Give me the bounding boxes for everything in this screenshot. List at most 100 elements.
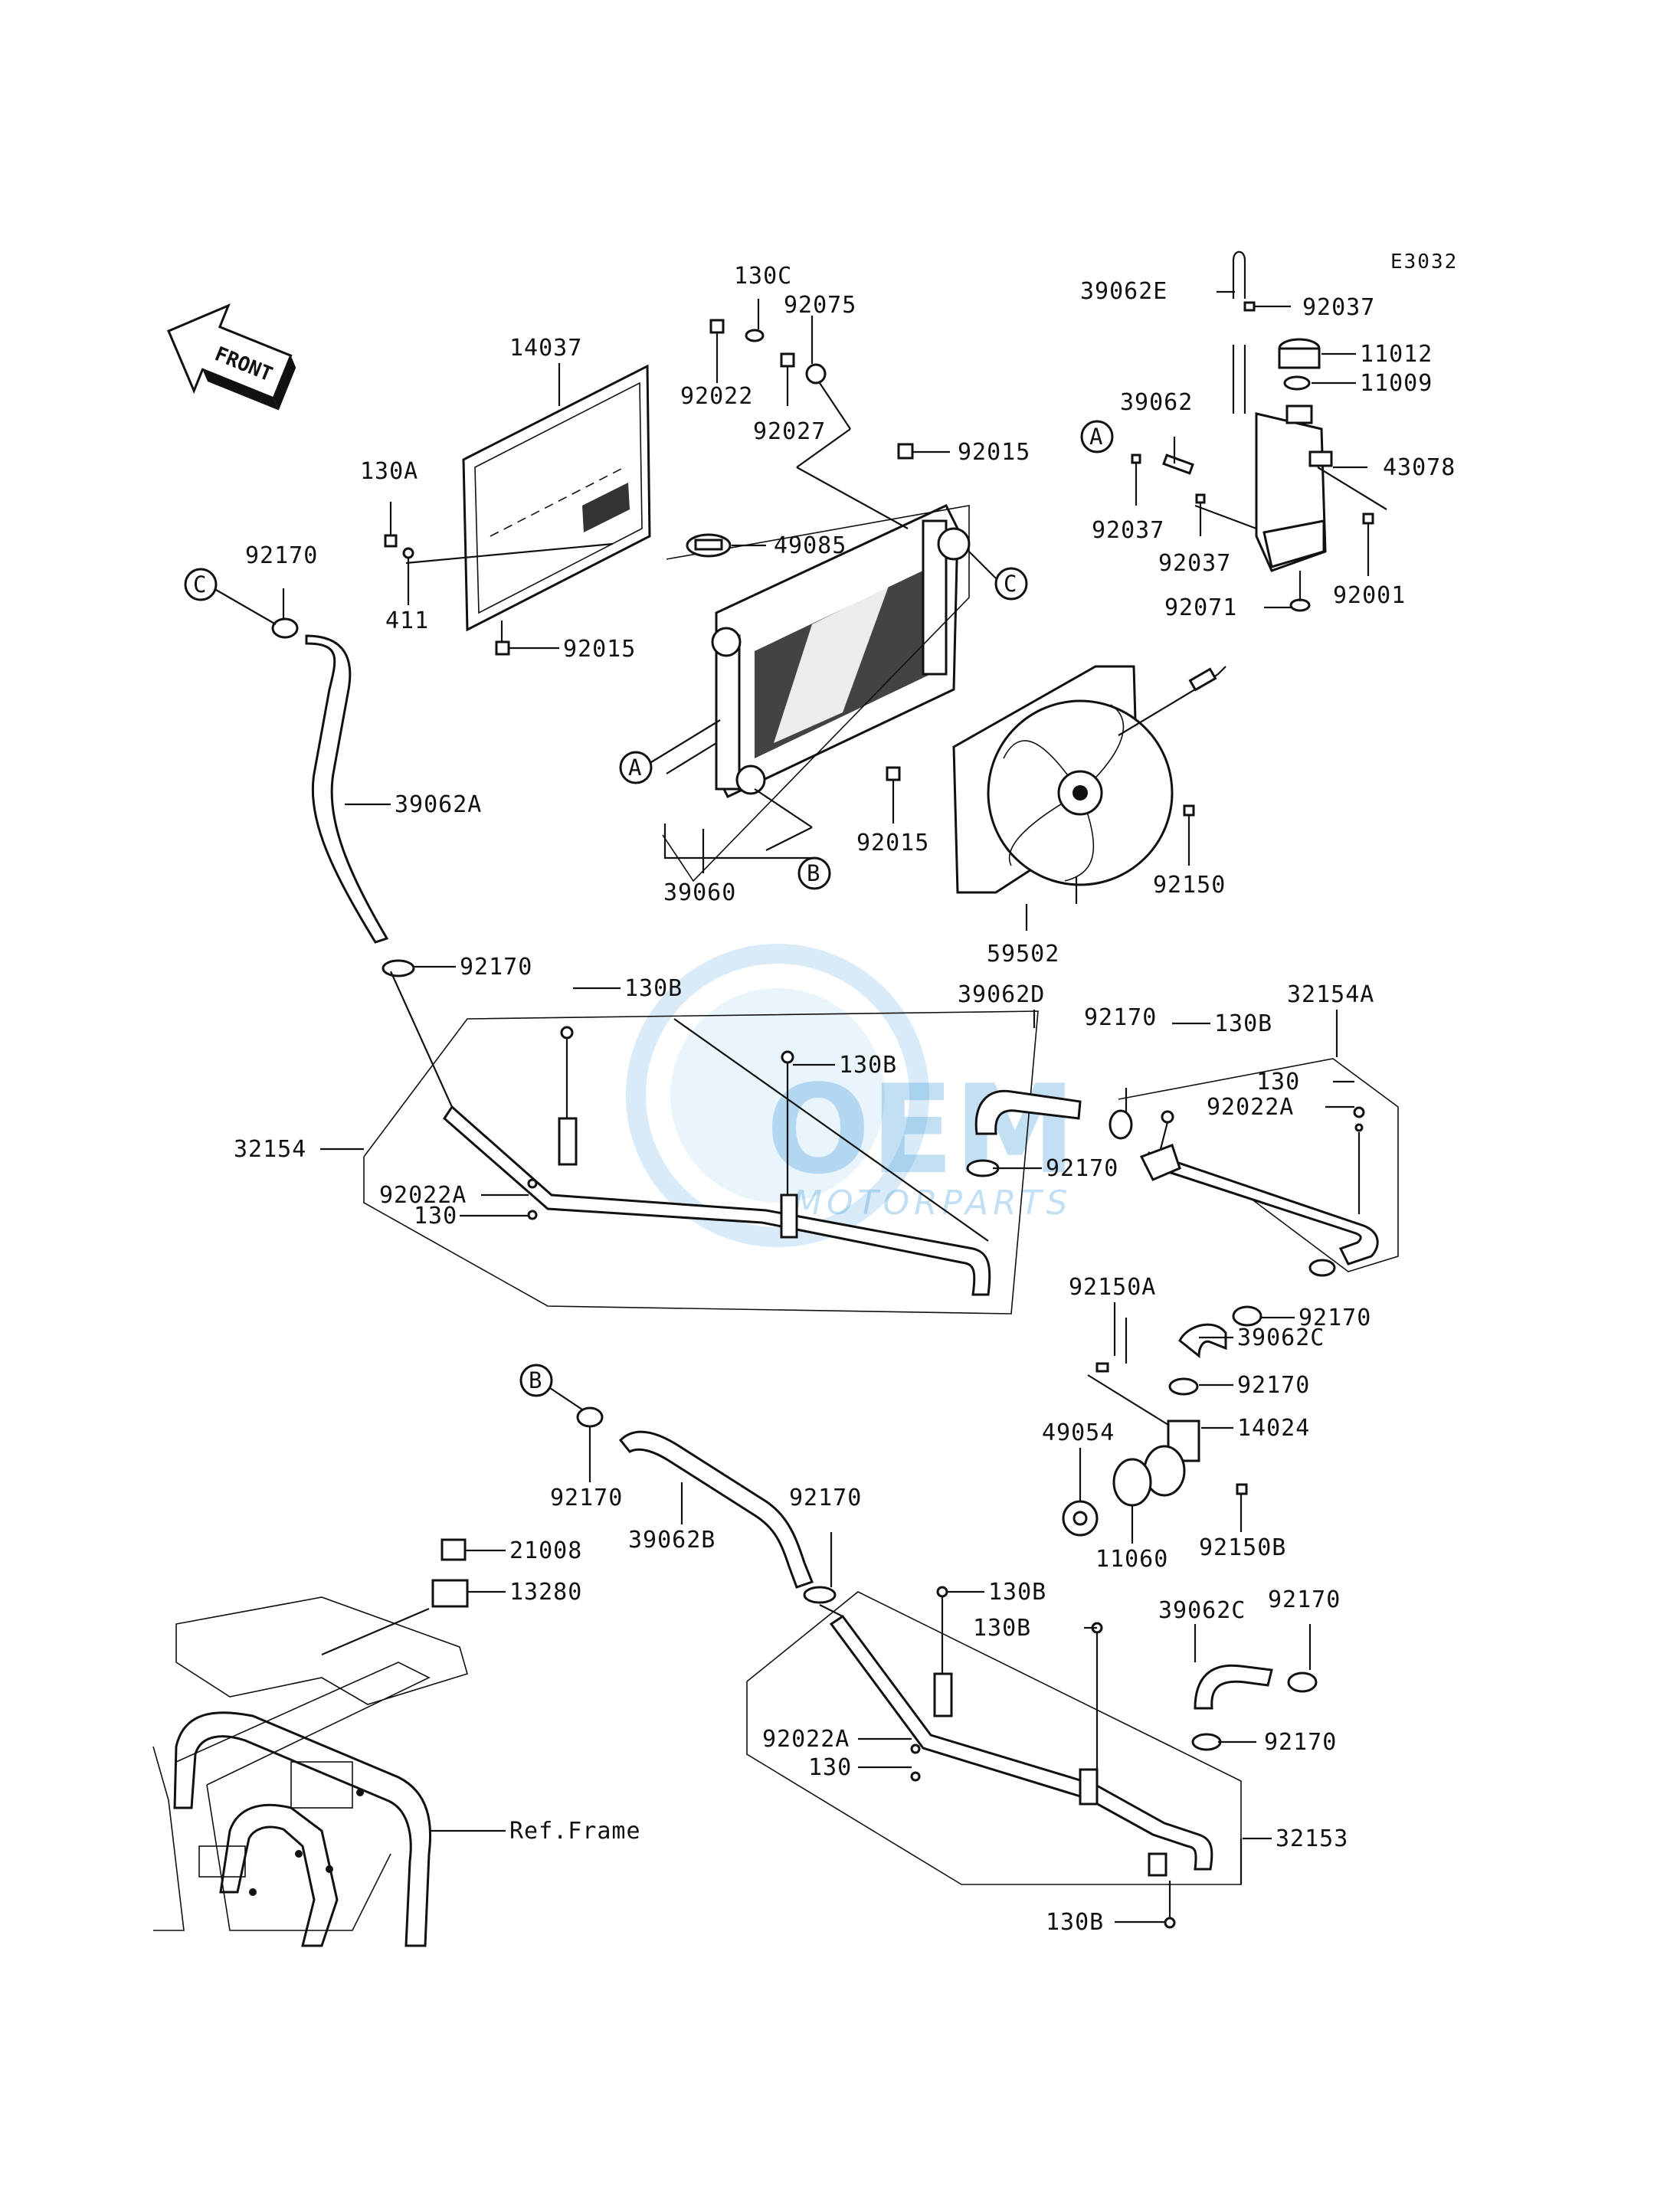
label-43078: 43078 [1383,454,1456,481]
svg-text:A: A [1089,424,1102,450]
pipe-32154A [1118,1058,1399,1327]
label-32154A: 32154A [1287,981,1374,1008]
leader-lines [282,290,1370,1924]
label-92170-c: 92170 [245,542,318,569]
bolt-130A-icon [384,534,398,548]
label-92022A-3: 92022A [762,1726,850,1753]
label-130-3: 130 [808,1754,852,1781]
label-ref-frame: Ref.Frame [509,1818,641,1845]
pipe-32153 [746,1586,1318,1929]
marker-A-radiator: A [619,719,721,784]
label-92022A-1: 92022A [379,1182,467,1209]
bolt-92150-icon [1183,804,1195,817]
upper-hose-39062A [271,617,415,977]
label-92015-top: 92015 [958,439,1030,466]
label-130A: 130A [360,458,418,485]
label-14037: 14037 [509,335,582,362]
label-39062C-1: 39062C [1237,1324,1325,1351]
nut-92015-rad-icon [886,766,901,781]
svg-text:C: C [193,571,206,598]
label-11060: 11060 [1095,1546,1168,1573]
label-411: 411 [385,607,429,634]
label-39062B: 39062B [628,1527,716,1554]
marker-C-radiator: C [968,551,1028,601]
label-92150: 92150 [1153,872,1226,899]
label-92170-h: 92170 [1264,1729,1337,1756]
label-59502: 59502 [987,941,1059,968]
label-39060: 39060 [663,879,736,906]
label-92027: 92027 [753,418,826,445]
damper-13280-icon [431,1579,469,1608]
label-14024: 14024 [1237,1415,1310,1442]
watermark-brand: OEM [766,1058,1076,1201]
label-130-2: 130 [1256,1069,1300,1095]
label-49054: 49054 [1042,1419,1115,1446]
label-92022A-2: 92022A [1207,1094,1294,1121]
label-39062C-2: 39062C [1158,1597,1246,1624]
label-49085: 49085 [774,532,847,559]
label-39062D: 39062D [958,981,1045,1008]
label-92150A: 92150A [1069,1274,1156,1301]
label-130-1: 130 [414,1203,457,1229]
label-130C: 130C [734,263,792,290]
nut-92015-icon [495,640,510,656]
label-39062: 39062 [1120,389,1193,416]
label-11012: 11012 [1360,341,1433,368]
marker-B-radiator: B [797,856,831,890]
label-92170-e: 92170 [1298,1305,1371,1331]
label-92015-rad: 92015 [856,830,929,856]
label-92170-d1: 92170 [1084,1004,1157,1031]
label-92170-lower: 92170 [460,954,532,981]
label-130B-1: 130B [624,975,683,1002]
marker-C-hose: C [184,568,277,625]
radiator-grille [462,364,651,632]
svg-text:B: B [529,1367,542,1393]
watermark-logo: OEM MOTORPARTS [626,944,1076,1247]
hose-39062B [576,1406,837,1604]
pipe-32154 [363,971,1039,1315]
label-92037-top: 92037 [1302,294,1375,321]
label-92071: 92071 [1164,594,1237,621]
label-21008: 21008 [509,1537,582,1564]
label-92075: 92075 [784,292,856,319]
label-92015-grille: 92015 [563,636,636,663]
label-92170-b1: 92170 [550,1485,623,1511]
label-92170-d2: 92170 [1046,1155,1118,1182]
label-92001: 92001 [1333,582,1406,609]
radiator [662,504,971,882]
svg-text:B: B [807,860,820,886]
label-92170-g: 92170 [1268,1586,1341,1613]
hose-39062D [966,1089,1133,1177]
label-39062A: 39062A [395,791,482,818]
marker-B-lower: B [519,1364,583,1410]
nut-92015-top-icon [897,443,914,460]
bolt-stack-130C [709,319,827,385]
label-130B-4: 130B [988,1579,1046,1606]
part-labels: 39062E 92037 11012 11009 43078 39062 920… [234,263,1456,1936]
label-11009: 11009 [1360,370,1433,397]
washer-411-icon [402,547,414,559]
svg-text:C: C [1004,571,1017,597]
svg-text:A: A [628,755,641,781]
label-92037-a: 92037 [1092,517,1164,544]
label-130B-6: 130B [1046,1909,1104,1936]
thermostat-housing [1062,1318,1248,1537]
label-130B-2: 130B [839,1052,897,1079]
label-32154: 32154 [234,1136,306,1163]
reference-frame [152,1596,468,1947]
label-39062E: 39062E [1080,278,1167,305]
label-92150B: 92150B [1199,1534,1286,1561]
label-92170-f: 92170 [1237,1372,1310,1399]
cooling-fan-assembly [952,665,1226,904]
marker-A-upper: A [1080,420,1114,453]
diagram-code: E3032 [1390,250,1458,273]
label-13280: 13280 [509,1579,582,1606]
label-92170-b2: 92170 [789,1485,862,1511]
coolant-reservoir [1131,250,1387,612]
radiator-cap-49085-icon [686,533,732,558]
watermark-sub: MOTORPARTS [793,1184,1073,1223]
front-arrow-icon: FRONT [167,303,296,411]
label-130B-5: 130B [973,1615,1031,1642]
label-130B-3: 130B [1214,1010,1272,1037]
